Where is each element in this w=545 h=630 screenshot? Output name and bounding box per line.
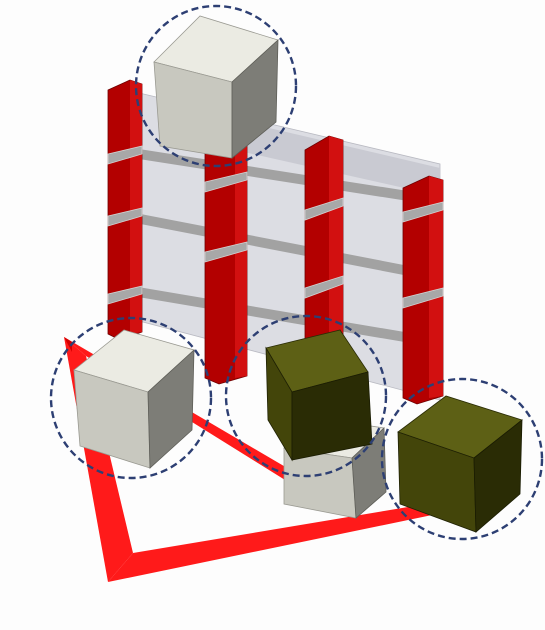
cube-olive-front-right[interactable] xyxy=(397,395,523,533)
highlight-circle-front-middle-cube xyxy=(224,314,388,478)
cube-face-right xyxy=(147,349,195,469)
cube-face-right xyxy=(291,371,373,461)
rack-shelf-rail xyxy=(120,284,440,348)
highlight-circle-front-left-cube xyxy=(49,316,213,480)
rack-post xyxy=(204,139,248,385)
floor-marker-bottom-edge xyxy=(108,505,437,582)
rack-post xyxy=(107,79,143,341)
highlight-circle-top-cube xyxy=(134,4,298,168)
storage-rack xyxy=(107,79,444,405)
cube-olive-front-middle[interactable] xyxy=(265,329,373,462)
cube-white-front-left[interactable] xyxy=(73,329,195,469)
cube-white-top[interactable] xyxy=(153,15,279,159)
highlight-circle-front-right-cube xyxy=(380,377,544,541)
rack-shelf-rail xyxy=(120,210,440,282)
cube-face-right xyxy=(473,419,523,533)
rack-post xyxy=(304,135,344,359)
floor-marker-tip xyxy=(64,337,72,352)
cube-face-right xyxy=(231,39,279,159)
rack-post xyxy=(402,175,444,405)
highlight-circles xyxy=(49,4,544,541)
rack-shelf-rail xyxy=(120,146,440,206)
cube-white-under-middle[interactable] xyxy=(283,417,387,519)
